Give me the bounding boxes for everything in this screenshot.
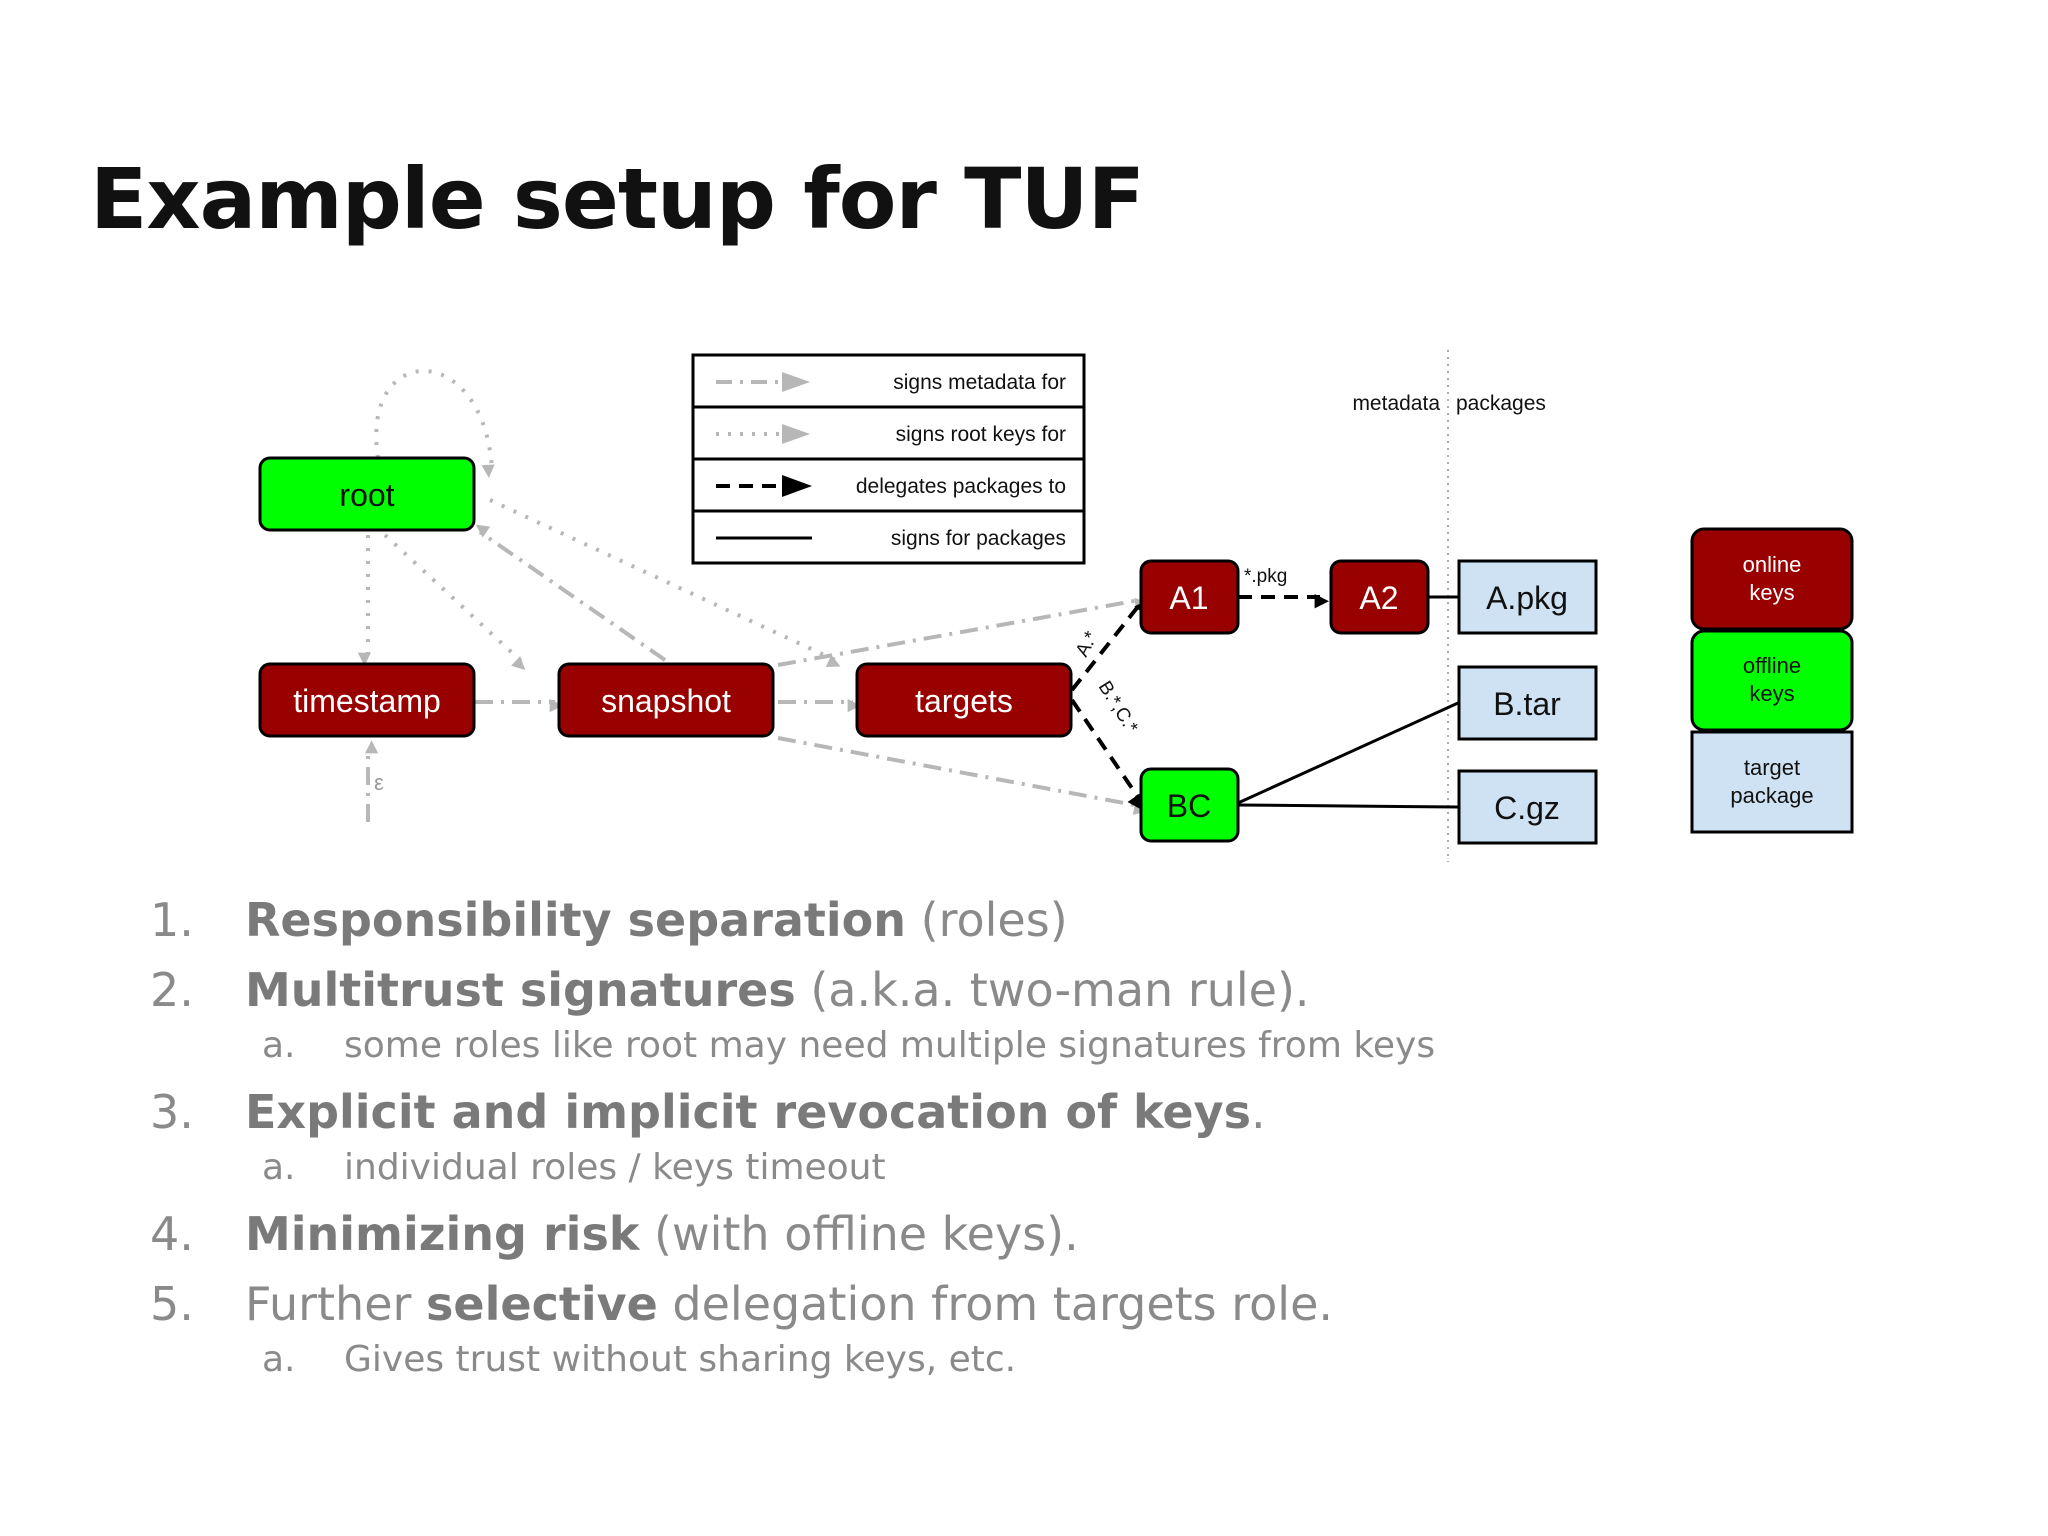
- node-apkg-label: A.pkg: [1486, 580, 1568, 616]
- node-a1-label: A1: [1169, 580, 1208, 616]
- node-snapshot: snapshot: [557, 662, 775, 738]
- sub-list-item-text: individual roles / keys timeout: [344, 1147, 886, 1188]
- list-item-bold: Responsibility separation: [245, 893, 907, 947]
- list-item-text: .: [1250, 1085, 1266, 1139]
- node-timestamp: timestamp: [258, 662, 476, 738]
- key-legend-target-line2: package: [1730, 783, 1813, 808]
- node-a2-label: A2: [1359, 580, 1398, 616]
- list-number: 4.: [150, 1207, 194, 1261]
- list-item-text-pre: Further: [245, 1277, 427, 1331]
- key-legend-online: online keys: [1690, 527, 1854, 631]
- metadata-edges: [365, 524, 1149, 822]
- legend-label-delegates: delegates packages to: [856, 475, 1066, 498]
- legend-delegates-arrow: [716, 475, 812, 497]
- list-item: 4. Minimizing risk (with offline keys).: [150, 1204, 1850, 1264]
- list-item-bold: Multitrust signatures: [245, 963, 796, 1017]
- legend-label-signs-root-keys: signs root keys for: [896, 423, 1066, 446]
- list-item: 2. Multitrust signatures (a.k.a. two-man…: [150, 960, 1850, 1020]
- node-root-label: root: [339, 477, 394, 513]
- list-item-text: delegation from targets role.: [657, 1277, 1334, 1331]
- delegation-edges: [1070, 594, 1330, 810]
- key-legend-offline: offline keys: [1690, 629, 1854, 732]
- list-item-bold: Minimizing risk: [245, 1207, 640, 1261]
- node-cgz: C.gz: [1457, 769, 1598, 845]
- key-legend: online keys offline keys target package: [1690, 527, 1854, 834]
- edge-label-a-star: A.*: [1072, 628, 1103, 661]
- node-targets-label: targets: [915, 683, 1013, 719]
- node-targets: targets: [855, 662, 1073, 738]
- key-legend-online-line1: online: [1743, 552, 1802, 577]
- key-points-list: 1. Responsibility separation (roles) 2. …: [150, 890, 1850, 1386]
- node-cgz-label: C.gz: [1494, 790, 1560, 826]
- key-legend-online-line2: keys: [1749, 580, 1794, 605]
- package-edges: [1237, 595, 1459, 809]
- node-bc: BC: [1139, 767, 1240, 843]
- list-number: 3.: [150, 1085, 194, 1139]
- divider-label-metadata: metadata: [1352, 392, 1440, 415]
- node-timestamp-label: timestamp: [293, 683, 441, 719]
- edge-label-bc-star: B.*,C.*: [1094, 678, 1142, 738]
- legend-label-signs-packages: signs for packages: [891, 527, 1066, 550]
- edge-targets-bc: [1070, 698, 1142, 810]
- edge-label-pkg: *.pkg: [1244, 566, 1287, 587]
- legend-signs-metadata-arrow: [716, 372, 810, 392]
- list-item: 3. Explicit and implicit revocation of k…: [150, 1082, 1850, 1142]
- list-item: 5. Further selective delegation from tar…: [150, 1274, 1850, 1334]
- node-a2: A2: [1329, 559, 1430, 635]
- node-btar-label: B.tar: [1493, 686, 1561, 722]
- node-bc-label: BC: [1167, 788, 1211, 824]
- edge-snapshot-root: [475, 524, 667, 662]
- sub-list-item: a. Gives trust without sharing keys, etc…: [150, 1334, 1850, 1386]
- sub-list-item-text: some roles like root may need multiple s…: [344, 1025, 1436, 1066]
- epsilon-label: ε: [374, 770, 384, 795]
- edge-root-self: [374, 369, 495, 478]
- key-legend-offline-line1: offline: [1743, 653, 1801, 678]
- legend: signs metadata for signs root keys for d…: [691, 353, 1086, 565]
- sub-list-item: a. some roles like root may need multipl…: [150, 1020, 1850, 1072]
- edge-bc-cgz: [1237, 803, 1459, 809]
- edge-targets-a1: [1070, 599, 1149, 692]
- sub-list-item-text: Gives trust without sharing keys, etc.: [344, 1339, 1017, 1380]
- legend-label-signs-metadata: signs metadata for: [893, 371, 1066, 394]
- legend-signs-root-keys-arrow: [716, 424, 810, 444]
- list-item-text: (a.k.a. two-man rule).: [795, 963, 1310, 1017]
- tuf-diagram: signs metadata for signs root keys for d…: [258, 350, 1854, 862]
- edge-root-snapshot: [383, 533, 526, 670]
- list-letter: a.: [262, 1339, 296, 1380]
- list-item-bold: Explicit and implicit revocation of keys: [245, 1085, 1251, 1139]
- list-number: 2.: [150, 963, 194, 1017]
- root-keys-edges: [357, 369, 841, 670]
- node-root: root: [258, 456, 476, 532]
- list-item-text: (roles): [906, 893, 1068, 947]
- divider-label-packages: packages: [1456, 392, 1546, 415]
- sub-list-item: a. individual roles / keys timeout: [150, 1142, 1850, 1194]
- edge-snapshot-bc: [777, 736, 1148, 816]
- list-letter: a.: [262, 1147, 296, 1188]
- node-snapshot-label: snapshot: [601, 683, 731, 719]
- node-apkg: A.pkg: [1457, 559, 1598, 635]
- list-letter: a.: [262, 1025, 296, 1066]
- edge-snapshot-a1: [777, 598, 1149, 667]
- list-item-bold: selective: [426, 1277, 658, 1331]
- node-btar: B.tar: [1457, 665, 1598, 741]
- list-number: 5.: [150, 1277, 194, 1331]
- key-legend-offline-line2: keys: [1749, 681, 1794, 706]
- list-number: 1.: [150, 893, 194, 947]
- key-legend-target-line1: target: [1744, 755, 1800, 780]
- page-title: Example setup for TUF: [90, 150, 1145, 248]
- key-legend-target: target package: [1690, 730, 1854, 834]
- edge-bc-btar: [1237, 701, 1459, 805]
- node-a1: A1: [1139, 559, 1240, 635]
- list-item-text: (with offline keys).: [639, 1207, 1079, 1261]
- list-item: 1. Responsibility separation (roles): [150, 890, 1850, 950]
